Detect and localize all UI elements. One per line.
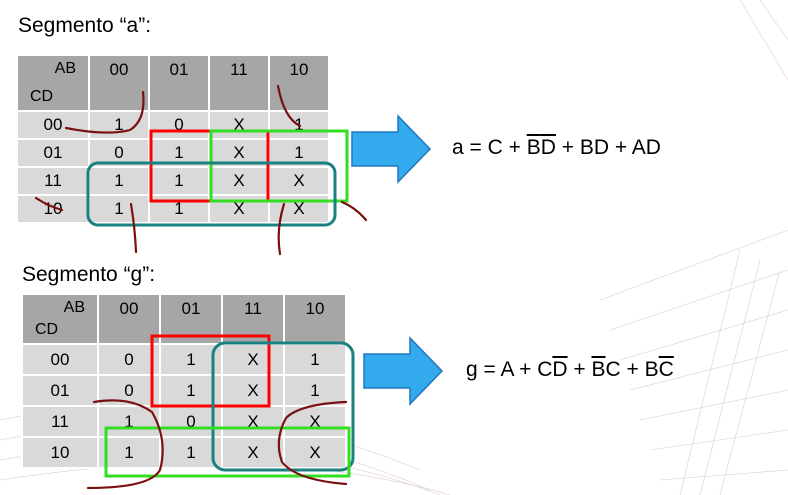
col-header: 01 xyxy=(150,56,208,110)
equation-g-not-b: B xyxy=(591,358,606,381)
cell: 1 xyxy=(270,140,328,166)
row-label: 11 xyxy=(23,407,97,436)
table-row: 01 0 1 X 1 xyxy=(18,140,328,166)
equation-g-mid: + xyxy=(567,358,592,381)
cell: 1 xyxy=(285,376,345,405)
row-label: 00 xyxy=(23,345,97,374)
cell: 1 xyxy=(90,196,148,222)
equation-a-rest: + BD + AD xyxy=(555,136,661,159)
arrow-a-shape xyxy=(351,114,432,184)
col-header: 11 xyxy=(223,295,283,343)
cell: 1 xyxy=(270,112,328,138)
header-cd: CD xyxy=(30,88,54,105)
cell: 1 xyxy=(285,345,345,374)
row-label: 01 xyxy=(23,376,97,405)
header-ab: AB xyxy=(54,60,76,77)
row-label: 10 xyxy=(23,438,97,467)
cell: 1 xyxy=(150,140,208,166)
equation-a: a = C + BD + BD + AD xyxy=(452,136,661,160)
cell: X xyxy=(270,196,328,222)
kmap-corner: AB CD xyxy=(18,56,88,110)
col-header: 10 xyxy=(270,56,328,110)
arrow-right-icon xyxy=(363,336,444,406)
equation-a-not-b: B xyxy=(526,136,541,159)
cell: 0 xyxy=(90,140,148,166)
cell: X xyxy=(210,140,268,166)
arrow-g-shape xyxy=(363,336,444,406)
table-row: 00 0 1 X 1 xyxy=(23,345,345,374)
kmap-corner: AB CD xyxy=(23,295,97,343)
cell: X xyxy=(223,438,283,467)
table-row: 11 1 0 X X xyxy=(23,407,345,436)
equation-a-not-d: D xyxy=(540,136,556,159)
cell: 1 xyxy=(161,345,221,374)
cell: 1 xyxy=(90,112,148,138)
segment-a-title: Segmento “a”: xyxy=(18,14,152,37)
equation-g-mid2: C + B xyxy=(605,358,659,381)
cell: 1 xyxy=(150,168,208,194)
cell: X xyxy=(210,112,268,138)
cell: 1 xyxy=(150,196,208,222)
col-header: 00 xyxy=(99,295,159,343)
cell: X xyxy=(210,168,268,194)
col-header: 00 xyxy=(90,56,148,110)
cell: 0 xyxy=(99,376,159,405)
equation-g: g = A + CD + BC + BC xyxy=(466,358,674,382)
row-label: 00 xyxy=(18,112,88,138)
cell: X xyxy=(210,196,268,222)
equation-g-lhs: g = A + C xyxy=(466,358,553,381)
row-label: 10 xyxy=(18,196,88,222)
table-row: 00 1 0 X 1 xyxy=(18,112,328,138)
cell: X xyxy=(223,376,283,405)
kmap-segment-a: AB CD 00 01 11 10 00 1 0 X 1 01 0 1 X 1 … xyxy=(16,54,330,224)
col-header: 01 xyxy=(161,295,221,343)
header-cd: CD xyxy=(35,321,59,338)
cell: 1 xyxy=(90,168,148,194)
col-header: 11 xyxy=(210,56,268,110)
cell: 1 xyxy=(161,438,221,467)
table-row: 01 0 1 X 1 xyxy=(23,376,345,405)
cell: X xyxy=(285,438,345,467)
table-row: 10 1 1 X X xyxy=(18,196,328,222)
arrow-right-icon xyxy=(351,114,432,184)
cell: X xyxy=(270,168,328,194)
kmap-segment-g: AB CD 00 01 11 10 00 0 1 X 1 01 0 1 X 1 … xyxy=(21,293,347,469)
row-label: 01 xyxy=(18,140,88,166)
cell: X xyxy=(223,407,283,436)
cell: 1 xyxy=(161,376,221,405)
table-row: 11 1 1 X X xyxy=(18,168,328,194)
cell: 0 xyxy=(161,407,221,436)
cell: X xyxy=(285,407,345,436)
cell: 0 xyxy=(99,345,159,374)
cell: 1 xyxy=(99,407,159,436)
cell: 0 xyxy=(150,112,208,138)
cell: 1 xyxy=(99,438,159,467)
table-row: 10 1 1 X X xyxy=(23,438,345,467)
cell: X xyxy=(223,345,283,374)
segment-g-title: Segmento “g”: xyxy=(22,263,156,286)
equation-g-not-c: C xyxy=(658,358,674,381)
equation-g-not-d: D xyxy=(552,358,568,381)
row-label: 11 xyxy=(18,168,88,194)
header-ab: AB xyxy=(63,299,85,316)
equation-a-lhs: a = C + xyxy=(452,136,527,159)
col-header: 10 xyxy=(285,295,345,343)
